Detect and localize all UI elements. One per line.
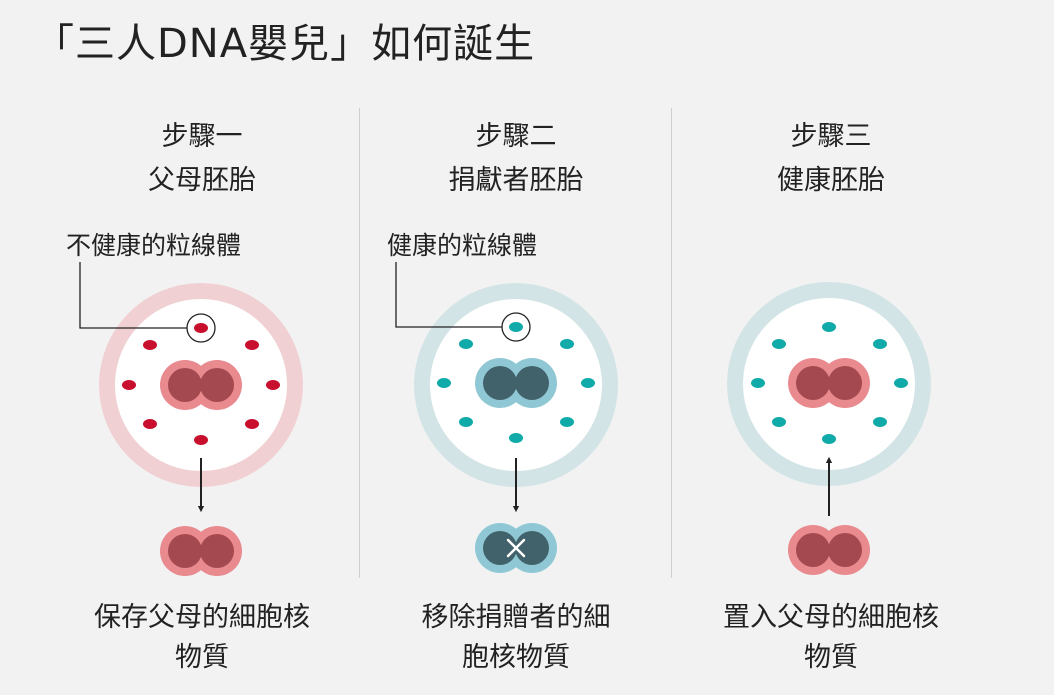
- healthy-mitochondrion: [509, 433, 523, 443]
- step-1-name: 父母胚胎: [148, 165, 256, 196]
- step-1-number: 步驟一: [161, 121, 243, 152]
- healthy-mitochondrion: [772, 417, 786, 427]
- column-divider: [359, 108, 360, 578]
- step-3-caption-line-1: 置入父母的細胞核: [723, 602, 939, 633]
- inserted-parent-nucleus: [788, 358, 870, 408]
- healthy-mitochondrion: [437, 378, 451, 388]
- step-3-name: 健康胚胎: [777, 165, 885, 196]
- unhealthy-mitochondrion: [143, 340, 157, 350]
- step-1-callout-label: 不健康的粒線體: [66, 231, 242, 260]
- donor-nucleus: [475, 358, 557, 408]
- step-1-embryo: [79, 262, 303, 576]
- healthy-mitochondrion: [509, 322, 523, 332]
- healthy-mitochondrion: [772, 339, 786, 349]
- healthy-mitochondrion: [560, 339, 574, 349]
- callout-leader-line: [395, 262, 502, 328]
- healthy-mitochondrion: [751, 378, 765, 388]
- page-title: 「三人DNA嬰兒」如何誕生: [34, 21, 536, 67]
- healthy-mitochondrion: [822, 434, 836, 444]
- step-2-embryo: [395, 262, 618, 573]
- source-parent-nucleus: [788, 525, 870, 575]
- step-2-caption-line-2: 胞核物質: [462, 641, 570, 673]
- step-3-caption: 置入父母的細胞核 物質: [681, 598, 981, 678]
- removed-donor-nucleus: [475, 523, 557, 573]
- callout-leader-line: [79, 262, 187, 329]
- column-divider: [671, 108, 672, 578]
- unhealthy-mitochondrion: [245, 419, 259, 429]
- unhealthy-mitochondrion: [245, 340, 259, 350]
- unhealthy-mitochondrion: [266, 380, 280, 390]
- step-2-caption-line-1: 移除捐贈者的細: [421, 602, 611, 633]
- healthy-mitochondrion: [873, 339, 887, 349]
- step-3-caption-line-2: 物質: [804, 641, 858, 673]
- step-3-mitochondria: [751, 322, 908, 444]
- unhealthy-mitochondrion: [194, 323, 208, 333]
- healthy-mitochondrion: [581, 378, 595, 388]
- healthy-mitochondrion: [459, 339, 473, 349]
- step-1-caption-line-2: 物質: [175, 641, 229, 673]
- step-2-caption: 移除捐贈者的細 胞核物質: [366, 598, 666, 678]
- step-1-caption: 保存父母的細胞核 物質: [52, 598, 352, 678]
- step-1-mitochondria: [122, 323, 280, 445]
- unhealthy-mitochondrion: [194, 435, 208, 445]
- healthy-mitochondrion: [459, 417, 473, 427]
- extracted-parent-nucleus: [160, 526, 242, 576]
- step-1-caption-line-1: 保存父母的細胞核: [94, 602, 310, 633]
- step-2-name: 捐獻者胚胎: [448, 165, 584, 196]
- step-2-number: 步驟二: [475, 121, 557, 152]
- x-mark-icon: [506, 538, 526, 558]
- step-3-embryo: [727, 282, 931, 575]
- healthy-mitochondrion: [560, 417, 574, 427]
- healthy-mitochondrion: [894, 378, 908, 388]
- step-2-callout-label: 健康的粒線體: [387, 231, 538, 260]
- step-2-mitochondria: [437, 322, 595, 443]
- healthy-mitochondrion: [873, 417, 887, 427]
- unhealthy-mitochondrion: [143, 419, 157, 429]
- parent-nucleus: [160, 360, 242, 410]
- healthy-mitochondrion: [822, 322, 836, 332]
- unhealthy-mitochondrion: [122, 380, 136, 390]
- step-3-number: 步驟三: [790, 121, 872, 152]
